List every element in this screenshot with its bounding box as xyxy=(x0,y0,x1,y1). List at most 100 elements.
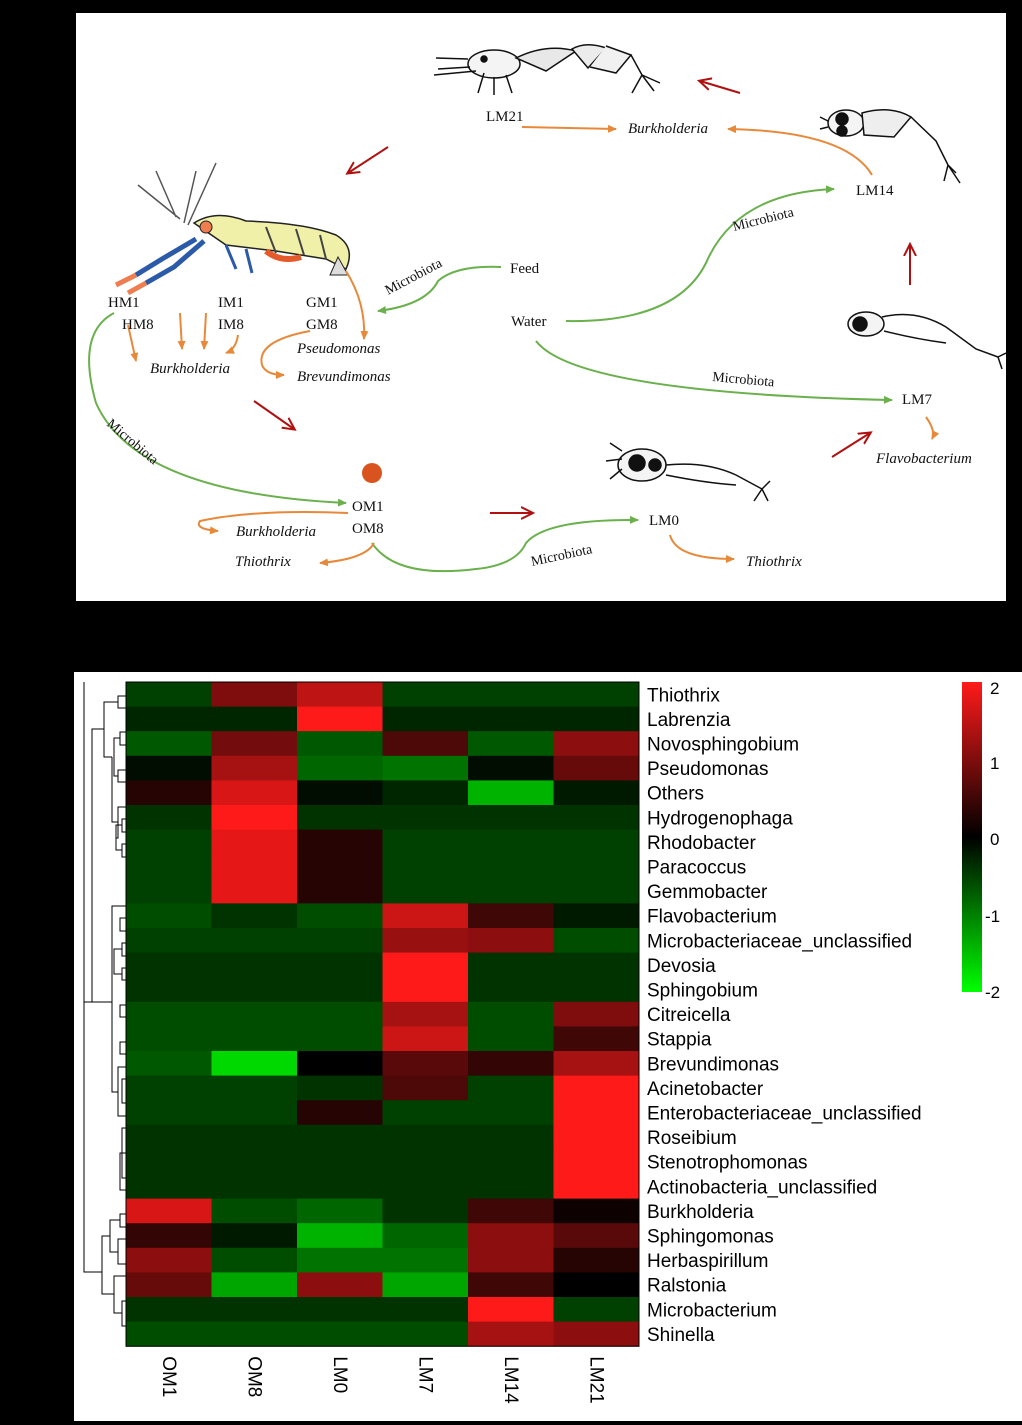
heatmap-cell xyxy=(468,682,554,708)
row-label: Stenotrophomonas xyxy=(647,1153,808,1174)
heatmap-cell xyxy=(126,1001,212,1027)
heatmap-cell xyxy=(382,1247,469,1273)
heatmap-cell xyxy=(211,1223,298,1249)
heatmap-cell xyxy=(126,1026,212,1052)
heatmap-cell xyxy=(468,1075,554,1101)
heatmap-cell xyxy=(211,1075,298,1101)
heatmap-cell xyxy=(297,1321,383,1347)
heatmap-cell xyxy=(553,829,640,855)
heatmap-cell xyxy=(382,903,469,929)
heatmap-cell xyxy=(297,1223,383,1249)
heatmap-cell xyxy=(468,1223,554,1249)
heatmap-cell xyxy=(468,878,554,904)
heatmap-cell xyxy=(553,878,640,904)
heatmap-cell xyxy=(297,928,383,954)
heatmap-cell xyxy=(126,1124,212,1150)
label-im8: IM8 xyxy=(218,317,244,333)
column-label: LM7 xyxy=(414,1356,435,1393)
heatmap-cell xyxy=(382,1149,469,1175)
heatmap-cell xyxy=(553,1075,640,1101)
heatmap-cell xyxy=(126,854,212,880)
heatmap-cell xyxy=(468,1001,554,1027)
taxon-burkholderia-adult: Burkholderia xyxy=(150,361,230,377)
water-to-lm7-arrow xyxy=(535,340,893,404)
heatmap-cell xyxy=(468,1149,554,1175)
heatmap-cell xyxy=(382,1321,469,1347)
im-burkholderia-arrow-2 xyxy=(200,312,209,350)
heatmap-cell xyxy=(211,1001,298,1027)
heatmap-cell xyxy=(553,1026,640,1052)
heatmap-cell xyxy=(297,731,383,757)
heatmap-cell xyxy=(553,854,640,880)
heatmap-cell xyxy=(126,1149,212,1175)
row-label: Others xyxy=(647,784,704,805)
heatmap-cell xyxy=(382,1100,469,1126)
heatmap-cell xyxy=(382,780,469,806)
heatmap-cell xyxy=(553,1001,640,1027)
row-label: Microbacteriaceae_unclassified xyxy=(647,931,912,952)
column-label: LM21 xyxy=(585,1356,606,1404)
heatmap-cell xyxy=(297,1124,383,1150)
heatmap-cell xyxy=(468,1026,554,1052)
row-label: Flavobacterium xyxy=(647,907,777,928)
heatmap-cell xyxy=(468,706,554,732)
label-gm8: GM8 xyxy=(306,317,338,333)
heatmap-cell xyxy=(553,1297,640,1323)
heatmap-cell xyxy=(297,1100,383,1126)
row-label: Rhodobacter xyxy=(647,833,756,854)
heatmap-cell xyxy=(468,903,554,929)
heatmap-cell xyxy=(297,1297,383,1323)
heatmap-cell xyxy=(126,952,212,978)
heatmap-cell xyxy=(297,1272,383,1298)
egg-icon xyxy=(362,463,382,483)
row-label: Hydrogenophaga xyxy=(647,808,793,829)
heatmap-cell xyxy=(382,755,469,781)
postlarva-shrimp-lm14-illustration xyxy=(819,109,961,184)
heatmap-cell xyxy=(211,1247,298,1273)
heatmap-cell xyxy=(297,682,383,708)
heatmap-cell xyxy=(297,755,383,781)
column-label: OM8 xyxy=(243,1356,264,1397)
heatmap-cell xyxy=(211,1297,298,1323)
heatmap-cell xyxy=(126,1297,212,1323)
heatmap-cell xyxy=(126,903,212,929)
om-to-burkholderia-arrow xyxy=(197,511,349,535)
cycle-arrow-adult-egg xyxy=(253,400,294,429)
heatmap-cell xyxy=(297,1247,383,1273)
label-gm1: GM1 xyxy=(306,295,338,311)
taxon-thiothrix-egg: Thiothrix xyxy=(235,554,291,570)
label-im1: IM1 xyxy=(218,295,244,311)
heatmap-cell xyxy=(297,805,383,831)
lm21-to-burkholderia-arrow xyxy=(521,124,617,133)
water-to-lm14-arrow xyxy=(565,185,835,323)
heatmap-cell xyxy=(382,1001,469,1027)
nauplius-shrimp-lm0-illustration xyxy=(605,442,771,502)
adult-to-om-arrow xyxy=(88,312,347,507)
heatmap-cell xyxy=(211,755,298,781)
heatmap-cell xyxy=(297,780,383,806)
heatmap-cell xyxy=(211,903,298,929)
heatmap-cell xyxy=(126,1198,212,1224)
heatmap-cell xyxy=(553,1272,640,1298)
row-label: Sphingobium xyxy=(647,981,758,1002)
microbiota-label-water-lm7: Microbiota xyxy=(712,370,776,390)
heatmap-cell xyxy=(211,952,298,978)
row-label: Burkholderia xyxy=(647,1202,754,1223)
heatmap-cell xyxy=(211,977,298,1003)
row-label: Gemmobacter xyxy=(647,882,768,903)
lm14-to-burkholderia-arrow xyxy=(727,125,873,176)
heatmap-cell xyxy=(553,928,640,954)
heatmap-cell xyxy=(126,1174,212,1200)
heatmap-cell xyxy=(211,928,298,954)
heatmap-cell xyxy=(468,1247,554,1273)
gm-to-pseudomonas-arrow xyxy=(345,270,369,340)
label-om1: OM1 xyxy=(352,499,384,515)
label-lm7: LM7 xyxy=(902,392,933,408)
heatmap-cell xyxy=(468,1051,554,1077)
cycle-arrow-lm21-adult xyxy=(348,146,389,173)
microbiota-label-om-lm0: Microbiota xyxy=(530,542,595,570)
heatmap-cell xyxy=(297,829,383,855)
microbiota-label-water-lm14: Microbiota xyxy=(731,205,796,235)
colorbar-label-1: 1 xyxy=(990,754,999,773)
